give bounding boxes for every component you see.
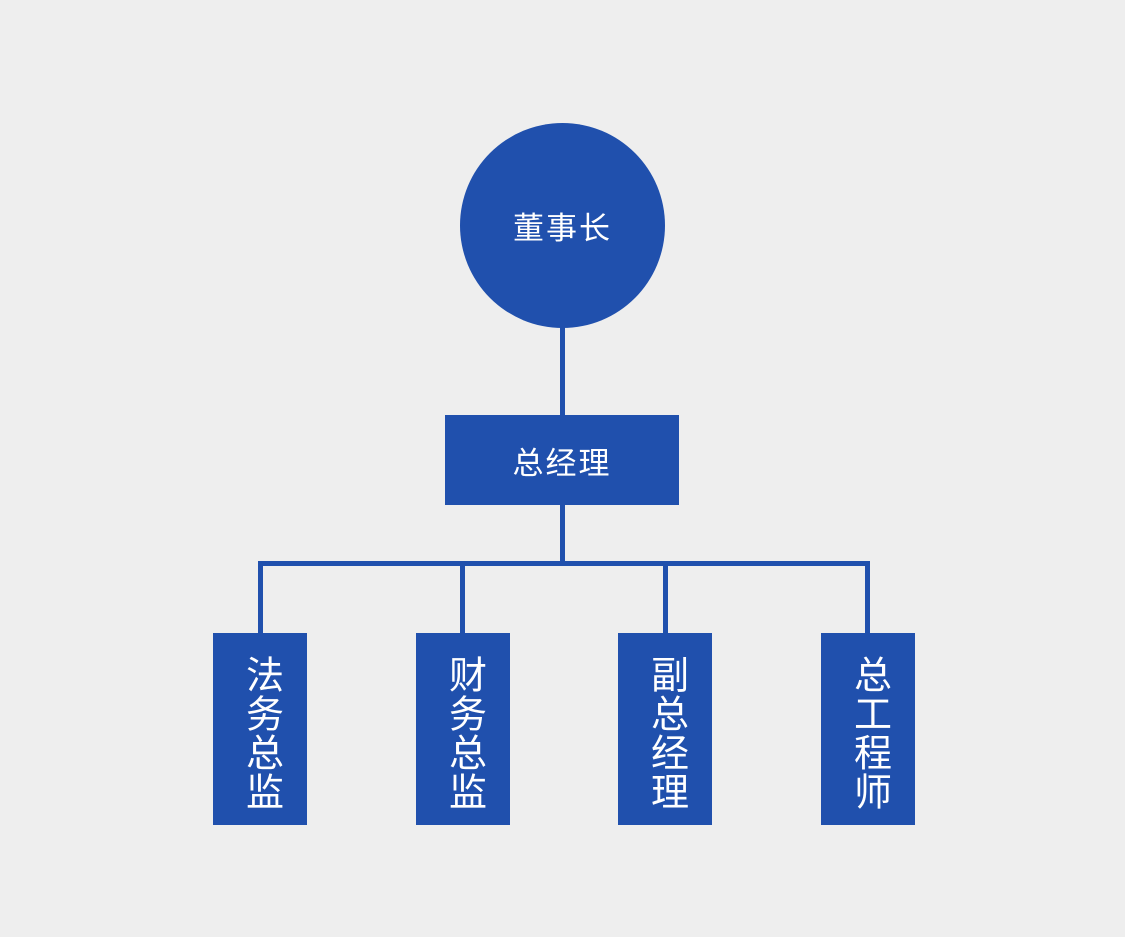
connector-general-manager-to-bus [560, 503, 565, 565]
connector-drop-chief-engineer [865, 561, 870, 635]
connector-drop-finance-director [460, 561, 465, 635]
node-general-manager[interactable]: 总经理 [445, 415, 679, 505]
node-chief-engineer-label: 总工程师 [847, 655, 890, 811]
node-chairman[interactable]: 董事长 [460, 123, 665, 328]
connector-drop-deputy-general-manager [663, 561, 668, 635]
node-deputy-general-manager[interactable]: 副总经理 [618, 633, 712, 825]
node-legal-director[interactable]: 法务总监 [213, 633, 307, 825]
node-finance-director-label: 财务总监 [442, 655, 485, 811]
node-general-manager-label: 总经理 [512, 445, 612, 481]
node-legal-director-label: 法务总监 [239, 655, 282, 811]
connector-drop-legal-director [258, 561, 263, 635]
node-chairman-label: 董事长 [513, 211, 612, 246]
connector-horizontal-bus [258, 561, 870, 566]
node-deputy-general-manager-label: 副总经理 [644, 655, 687, 811]
connector-chairman-to-general-manager [560, 320, 565, 420]
node-finance-director[interactable]: 财务总监 [416, 633, 510, 825]
node-chief-engineer[interactable]: 总工程师 [821, 633, 915, 825]
